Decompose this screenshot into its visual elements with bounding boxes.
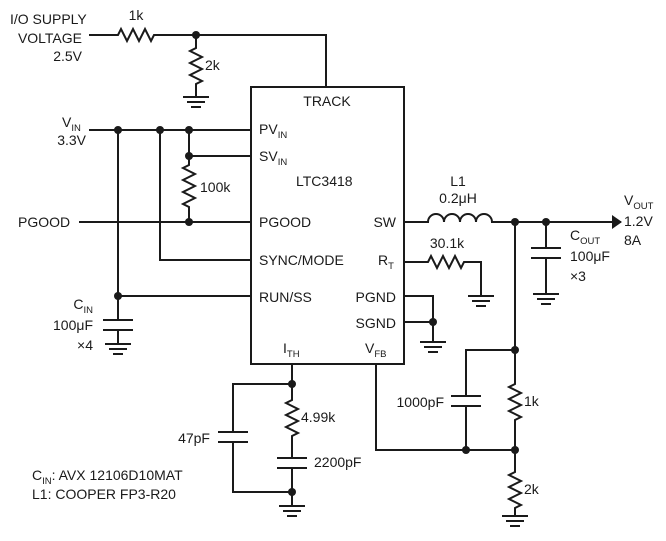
junction-dot <box>429 318 437 326</box>
cout-capacitor <box>531 221 561 295</box>
r-track-gnd-value: 2k <box>205 57 221 73</box>
ground-symbol <box>105 343 131 355</box>
pin-label-pgood: PGOOD <box>259 214 311 230</box>
pin-label-rt: RT <box>378 252 394 272</box>
r-track-gnd-2k <box>187 34 205 98</box>
note-cin-part: CIN: AVX 12106D10MAT <box>32 467 183 487</box>
junction-dot <box>462 446 470 454</box>
pin-label-svin: SVIN <box>259 148 287 168</box>
sync-mode-wire <box>159 129 252 261</box>
pin-label-track: TRACK <box>303 93 351 109</box>
c-comp-value: 2200pF <box>314 454 361 470</box>
inductor-ref: L1 <box>450 173 466 189</box>
ground-symbol <box>533 293 559 305</box>
cout-label: COUT <box>570 227 600 247</box>
ic-body <box>250 86 405 365</box>
c-ff-value: 1000pF <box>397 394 444 410</box>
inductor-l1 <box>426 213 494 224</box>
r-fb-top-1k <box>506 349 524 451</box>
cin-value: 100μF <box>53 317 93 333</box>
ground-symbol <box>279 505 305 517</box>
pin-label-sgnd: SGND <box>356 315 396 331</box>
run-ss-wire <box>117 129 252 297</box>
io-supply-label-line1: I/O SUPPLY <box>10 11 87 27</box>
c-feedforward-1000pf <box>451 349 516 451</box>
pin-label-run-ss: RUN/SS <box>259 289 312 305</box>
r-fb-top-value: 1k <box>524 393 540 409</box>
pin-label-vfb: VFB <box>365 340 386 360</box>
rt-value: 30.1k <box>430 235 465 251</box>
c-comp-47pf <box>218 383 293 493</box>
ground-symbol <box>502 515 528 527</box>
note-l1-part: L1: COOPER FP3-R20 <box>32 486 176 502</box>
pin-label-sw: SW <box>373 214 396 230</box>
ic-part-number: LTC3418 <box>296 173 353 189</box>
cin-count: ×4 <box>77 337 93 353</box>
r-comp-value: 4.99k <box>301 409 336 425</box>
pgnd-sgnd-wire <box>403 295 434 343</box>
c-comp2-value: 47pF <box>178 430 210 446</box>
pin-label-pgnd: PGND <box>356 289 396 305</box>
ground-symbol <box>183 96 209 108</box>
io-supply-voltage: 2.5V <box>53 48 82 64</box>
r-fb-bot-2k <box>506 449 524 517</box>
pin-label-sync-mode: SYNC/MODE <box>259 252 344 268</box>
r-c-comp-series <box>277 383 307 507</box>
pin-label-pvin: PVIN <box>259 121 287 141</box>
inductor-value: 0.2μH <box>439 190 477 206</box>
pin-label-ith: ITH <box>283 340 300 360</box>
vout-label: VOUT <box>624 192 654 212</box>
rt-resistor-30k1 <box>403 253 482 297</box>
vin-voltage: 3.3V <box>57 132 86 148</box>
svin-wire <box>188 129 252 157</box>
cin-label: CIN <box>73 296 93 316</box>
io-supply-label-line2: VOLTAGE <box>18 30 82 46</box>
vout-current: 8A <box>624 232 642 248</box>
junction-dot <box>288 488 296 496</box>
vin-label: VIN <box>62 114 81 134</box>
ground-symbol <box>420 341 446 353</box>
r-track-value: 1k <box>129 7 145 23</box>
r-pgood-pullup-100k <box>180 155 198 223</box>
r-fb-bot-value: 2k <box>524 481 540 497</box>
pgood-net-label: PGOOD <box>18 214 70 230</box>
cout-value: 100μF <box>570 248 610 264</box>
junction-dot <box>185 218 193 226</box>
r-pgood-value: 100k <box>200 179 231 195</box>
ground-symbol <box>468 295 494 307</box>
track-wire-with-1k-resistor <box>89 26 327 88</box>
vout-arrow-icon <box>612 215 622 229</box>
cout-count: ×3 <box>570 268 586 284</box>
vout-voltage: 1.2V <box>624 213 653 229</box>
cin-capacitor <box>103 295 133 345</box>
